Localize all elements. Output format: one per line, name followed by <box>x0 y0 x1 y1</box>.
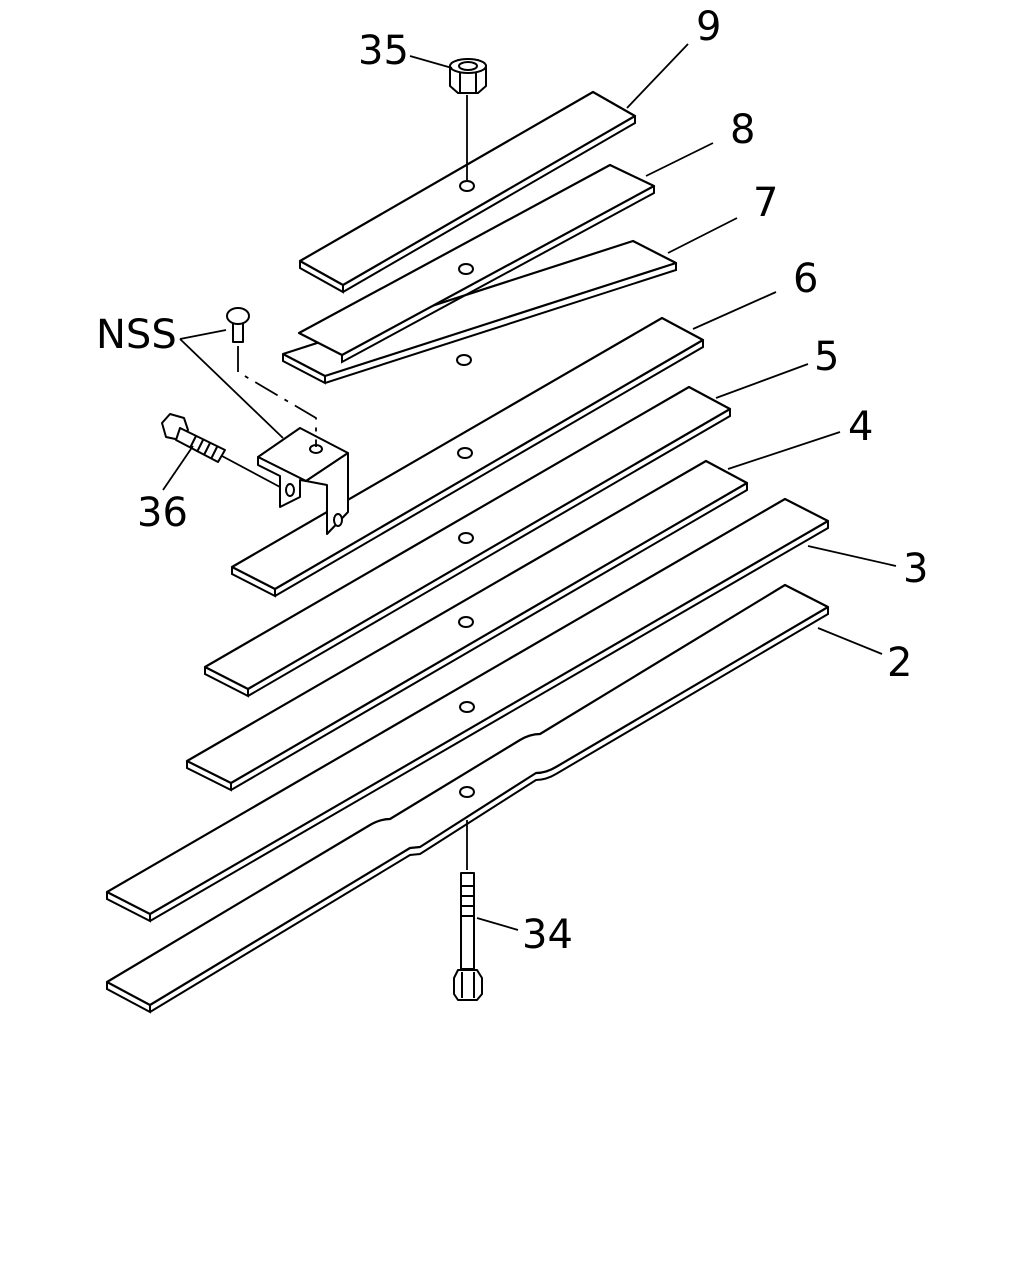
nut-35 <box>449 58 487 180</box>
callout-9: 9 <box>696 4 721 50</box>
callout-4: 4 <box>848 404 873 450</box>
callout-8: 8 <box>730 107 755 153</box>
callout-5: 5 <box>814 334 839 380</box>
callout-3: 3 <box>903 546 928 592</box>
rivet <box>226 307 317 447</box>
leaf-6 <box>230 316 705 598</box>
leaf-2 <box>105 583 830 1014</box>
leaf-8 <box>297 163 656 364</box>
callout-2: 2 <box>887 640 912 686</box>
leaf-4 <box>185 459 749 792</box>
rebound-clip-bracket <box>257 427 349 535</box>
leaf-5 <box>203 385 732 698</box>
leaf-3 <box>105 497 830 923</box>
clip-bolt-36 <box>161 413 281 488</box>
leader-lines <box>162 43 897 931</box>
callout-36: 36 <box>137 490 188 536</box>
callout-7: 7 <box>753 180 778 226</box>
center-bolt-34 <box>453 820 483 1001</box>
callout-35: 35 <box>358 28 409 74</box>
leaf-9 <box>298 90 637 294</box>
callout-34: 34 <box>522 912 573 958</box>
callout-6: 6 <box>793 256 818 302</box>
callout-nss: NSS <box>96 312 177 358</box>
